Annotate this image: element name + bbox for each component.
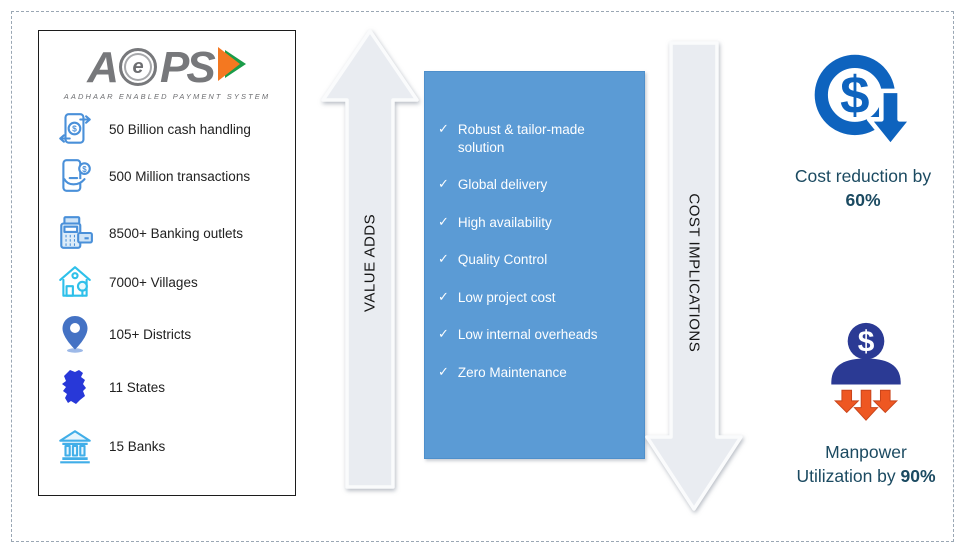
cost-reduction-benefit: $ Cost reduction by 60% bbox=[775, 46, 951, 212]
stat-row-districts: 105+ Districts bbox=[54, 314, 191, 354]
value-add-label: Low internal overheads bbox=[457, 327, 598, 343]
stat-row-villages: 7000+ Villages bbox=[54, 262, 198, 302]
check-icon: ✓ bbox=[438, 213, 449, 229]
value-add-label: Zero Maintenance bbox=[457, 364, 567, 380]
svg-text:$: $ bbox=[72, 124, 77, 134]
value-add-item: ✓ Low internal overheads bbox=[438, 326, 632, 344]
check-icon: ✓ bbox=[438, 288, 449, 304]
aeps-logo: A e PS AADHAAR ENABLED PAYMENT SYSTEM bbox=[39, 43, 295, 102]
value-add-item: ✓ Global delivery bbox=[438, 176, 632, 194]
stat-label: 105+ Districts bbox=[109, 326, 192, 342]
value-add-item: ✓ High availability bbox=[438, 214, 632, 232]
value-add-label: Low project cost bbox=[457, 289, 556, 305]
manpower-value: 90% bbox=[900, 465, 936, 486]
cost-reduction-value: 60% bbox=[845, 189, 881, 210]
logo-letters-ps: PS bbox=[160, 43, 216, 92]
phone-cash-icon: $ bbox=[54, 110, 96, 148]
svg-text:$: $ bbox=[840, 66, 869, 125]
cost-implications-arrow-label: COST IMPLICATIONS bbox=[685, 193, 703, 353]
stat-label: 500 Million transactions bbox=[109, 168, 251, 184]
stat-label: 11 States bbox=[109, 379, 166, 395]
stat-label: 8500+ Banking outlets bbox=[109, 225, 243, 241]
check-icon: ✓ bbox=[438, 121, 449, 136]
hand-coin-icon: $ bbox=[54, 157, 96, 195]
logo-letter-a: A bbox=[87, 43, 119, 92]
manpower-label: Manpower Utilization by 90% bbox=[796, 442, 936, 486]
logo-tagline: AADHAAR ENABLED PAYMENT SYSTEM bbox=[63, 92, 271, 101]
pos-terminal-icon bbox=[54, 214, 96, 252]
state-map-icon bbox=[54, 368, 96, 406]
cost-reduction-label: Cost reduction by 60% bbox=[794, 166, 932, 210]
manpower-benefit: $ Manpower Utilization by 90% bbox=[779, 314, 953, 488]
check-icon: ✓ bbox=[438, 326, 449, 342]
value-adds-arrow-label: VALUE ADDS bbox=[361, 213, 379, 312]
stat-row-banks: 15 Banks bbox=[54, 426, 165, 466]
svg-text:$: $ bbox=[858, 326, 875, 359]
value-add-label: High availability bbox=[457, 214, 552, 230]
value-add-item: ✓ Quality Control bbox=[438, 251, 632, 269]
aeps-stats-panel: A e PS AADHAAR ENABLED PAYMENT SYSTEM $ bbox=[38, 30, 296, 496]
manpower-label-line1: Manpower bbox=[825, 442, 907, 462]
value-add-label: Robust & tailor-made solution bbox=[457, 122, 585, 155]
location-pin-icon bbox=[54, 314, 96, 354]
manpower-icon: $ bbox=[813, 322, 919, 432]
value-adds-box: ✓ Robust & tailor-made solution ✓ Global… bbox=[424, 71, 645, 459]
stat-row-banking-outlets: 8500+ Banking outlets bbox=[54, 213, 243, 253]
stat-label: 7000+ Villages bbox=[109, 274, 198, 290]
value-add-item: ✓ Zero Maintenance bbox=[438, 364, 632, 382]
value-add-label: Quality Control bbox=[457, 252, 548, 268]
stat-row-transactions: $ 500 Million transactions bbox=[54, 156, 250, 196]
fingerprint-e-icon: e bbox=[119, 48, 158, 86]
stat-row-cash-handling: $ 50 Billion cash handling bbox=[54, 109, 251, 149]
check-icon: ✓ bbox=[438, 176, 449, 192]
village-house-icon bbox=[54, 263, 96, 301]
stat-label: 15 Banks bbox=[109, 438, 166, 454]
tricolor-arrow-icon bbox=[217, 45, 247, 88]
cost-reduction-icon: $ bbox=[804, 54, 922, 156]
value-adds-arrow: VALUE ADDS bbox=[320, 28, 420, 490]
stat-row-states: 11 States bbox=[54, 367, 165, 407]
value-add-item: ✓ Low project cost bbox=[438, 289, 632, 307]
value-add-item: ✓ Robust & tailor-made solution bbox=[438, 121, 632, 156]
cost-implications-arrow: COST IMPLICATIONS bbox=[644, 40, 744, 512]
bank-icon bbox=[54, 427, 96, 465]
value-add-label: Global delivery bbox=[457, 177, 548, 193]
svg-text:$: $ bbox=[82, 165, 87, 174]
check-icon: ✓ bbox=[438, 363, 449, 379]
stat-label: 50 Billion cash handling bbox=[109, 121, 251, 137]
check-icon: ✓ bbox=[438, 251, 449, 267]
